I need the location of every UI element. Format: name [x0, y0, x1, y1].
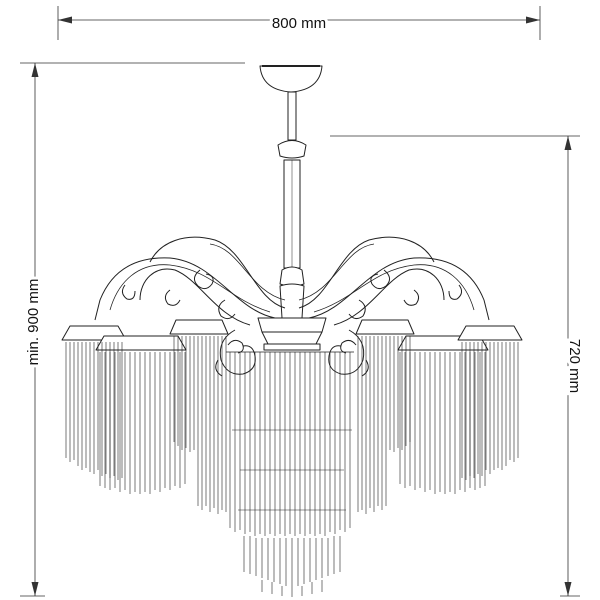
lamp-cups	[61, 319, 523, 351]
glass-rods-inner-right	[399, 352, 486, 494]
arms-right	[298, 236, 490, 377]
body-height-label: 720 mm	[566, 339, 583, 393]
glass-rods-front-right	[357, 336, 411, 514]
chandelier-illustration	[61, 65, 523, 597]
glass-rods-center-cascade	[229, 352, 351, 597]
glass-rods-outer-left	[65, 342, 123, 480]
arms-left	[94, 236, 286, 377]
body-height-dimension	[330, 135, 580, 597]
width-dimension	[57, 6, 541, 40]
glass-rods-inner-left	[99, 352, 186, 494]
min-height-dimension	[20, 62, 245, 597]
glass-rods-outer-right	[461, 342, 519, 480]
glass-rods-front-left	[173, 336, 227, 514]
ceiling-canopy	[259, 65, 323, 93]
width-label: 800 mm	[272, 15, 326, 32]
central-hub	[257, 317, 327, 351]
min-height-label: min. 900 mm	[25, 279, 42, 366]
suspension-rod	[277, 91, 307, 322]
cascade-rings	[226, 351, 354, 511]
